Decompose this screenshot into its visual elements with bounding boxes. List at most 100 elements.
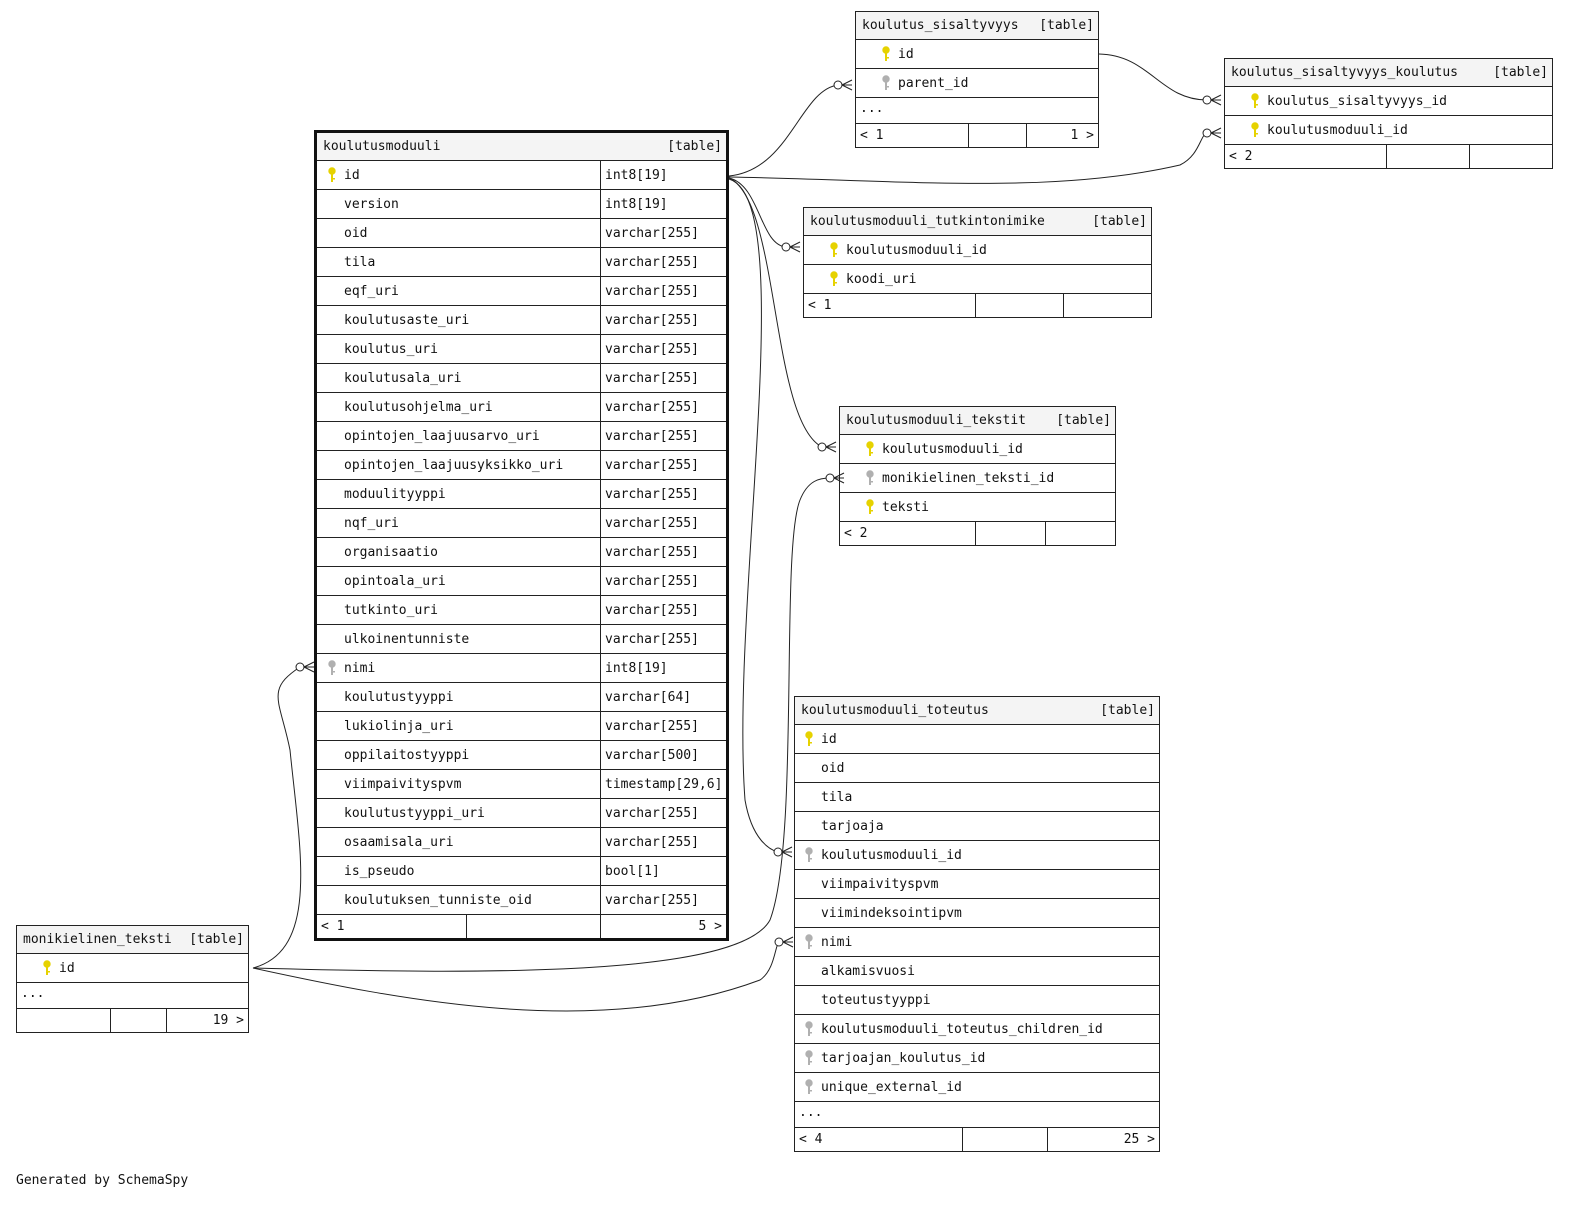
column-row[interactable]: viimindeksointipvm [795, 899, 1159, 928]
column-name[interactable]: tila [821, 790, 853, 805]
column-row[interactable]: unique_external_id [795, 1073, 1159, 1102]
column-name[interactable]: monikielinen_teksti_id [882, 471, 1055, 486]
table-name[interactable]: monikielinen_teksti [23, 932, 172, 947]
child-count-link[interactable]: 5 > [698, 919, 722, 934]
column-name[interactable]: tutkinto_uri [344, 603, 438, 618]
column-row[interactable]: parent_id [856, 69, 1098, 98]
column-name[interactable]: koulutusmoduuli_toteutus_children_id [821, 1022, 1103, 1037]
column-name[interactable]: nimi [821, 935, 853, 950]
table-koulutusmoduuli-toteutus[interactable]: koulutusmoduuli_toteutus[table] id oid til… [794, 696, 1160, 1152]
table-header[interactable]: koulutus_sisaltyvyys_koulutus[table] [1225, 59, 1552, 87]
column-name[interactable]: moduulityyppi [344, 487, 446, 502]
table-koulutus-sisaltyvyys[interactable]: koulutus_sisaltyvyys[table] id parent_id… [855, 11, 1099, 148]
column-name[interactable]: oppilaitostyyppi [344, 748, 470, 763]
child-count-link[interactable]: 25 > [1123, 1132, 1155, 1147]
column-name[interactable]: lukiolinja_uri [344, 719, 454, 734]
table-header[interactable]: koulutusmoduuli_tutkintonimike[table] [804, 208, 1151, 236]
column-name[interactable]: koulutusala_uri [344, 371, 462, 386]
column-name[interactable]: nqf_uri [344, 516, 399, 531]
column-row[interactable]: viimpaivityspvm [795, 870, 1159, 899]
parent-count-link[interactable]: < 2 [840, 522, 976, 545]
column-row[interactable]: koulutusmoduuli_id [795, 841, 1159, 870]
column-name[interactable]: koulutustyyppi_uri [344, 806, 485, 821]
column-name[interactable]: opintojen_laajuusarvo_uri [344, 429, 540, 444]
parent-count-link[interactable]: < 2 [1225, 145, 1387, 168]
table-name[interactable]: koulutusmoduuli_tutkintonimike [810, 214, 1045, 229]
column-name[interactable]: viimindeksointipvm [821, 906, 962, 921]
table-header[interactable]: koulutus_sisaltyvyys[table] [856, 12, 1098, 40]
column-name[interactable]: nimi [344, 661, 376, 676]
column-row[interactable]: monikielinen_teksti_id [840, 464, 1115, 493]
column-name[interactable]: alkamisvuosi [821, 964, 915, 979]
column-name[interactable]: koulutuksen_tunniste_oid [344, 893, 532, 908]
column-row[interactable]: koodi_uri [804, 265, 1151, 294]
column-name[interactable]: koulutus_sisaltyvyys_id [1267, 94, 1448, 109]
more-columns-ellipsis[interactable]: ... [795, 1102, 1159, 1128]
table-header[interactable]: koulutusmoduuli_toteutus[table] [795, 697, 1159, 725]
column-row[interactable]: koulutus_sisaltyvyys_id [1225, 87, 1552, 116]
table-name[interactable]: koulutusmoduuli_tekstit [846, 413, 1027, 428]
column-name[interactable]: parent_id [898, 76, 969, 91]
table-name[interactable]: koulutus_sisaltyvyys [862, 18, 1019, 33]
parent-count-link[interactable]: < 4 [795, 1128, 963, 1151]
table-header[interactable]: monikielinen_teksti[table] [17, 926, 248, 954]
column-name[interactable]: id [59, 961, 75, 976]
column-name[interactable]: teksti [882, 500, 929, 515]
table-monikielinen-teksti[interactable]: monikielinen_teksti[table] id...19 > [16, 925, 249, 1033]
column-name[interactable]: tarjoaja [821, 819, 884, 834]
column-name[interactable]: koulutusaste_uri [344, 313, 470, 328]
column-name[interactable]: opintojen_laajuusyksikko_uri [344, 458, 564, 473]
column-row[interactable]: nimi [795, 928, 1159, 957]
column-name[interactable]: id [821, 732, 837, 747]
column-name[interactable]: unique_external_id [821, 1080, 962, 1095]
column-name[interactable]: ulkoinentunniste [344, 632, 470, 647]
column-name[interactable]: tila [344, 255, 376, 270]
column-row[interactable]: tila [795, 783, 1159, 812]
table-header[interactable]: koulutusmoduuli[table] [317, 133, 726, 161]
column-name[interactable]: koulutusmoduuli_id [882, 442, 1023, 457]
column-row[interactable]: tarjoaja [795, 812, 1159, 841]
column-name[interactable]: viimpaivityspvm [344, 777, 462, 792]
column-name[interactable]: koulutusmoduuli_id [821, 848, 962, 863]
column-row[interactable]: koulutusmoduuli_id [840, 435, 1115, 464]
column-name[interactable]: koulutusmoduuli_id [1267, 123, 1408, 138]
column-row[interactable]: id [856, 40, 1098, 69]
column-name[interactable]: koulutusohjelma_uri [344, 400, 493, 415]
column-name[interactable]: toteutustyyppi [821, 993, 931, 1008]
column-row[interactable]: oid [795, 754, 1159, 783]
table-name[interactable]: koulutus_sisaltyvyys_koulutus [1231, 65, 1458, 80]
table-koulutusmoduuli-tekstit[interactable]: koulutusmoduuli_tekstit[table] koulutusm… [839, 406, 1116, 546]
child-count-link[interactable]: 1 > [1070, 128, 1094, 143]
column-name[interactable]: id [898, 47, 914, 62]
column-row[interactable]: tarjoajan_koulutus_id [795, 1044, 1159, 1073]
column-name[interactable]: organisaatio [344, 545, 438, 560]
column-name[interactable]: viimpaivityspvm [821, 877, 939, 892]
column-name[interactable]: koulutus_uri [344, 342, 438, 357]
column-name[interactable]: oid [821, 761, 845, 776]
table-name[interactable]: koulutusmoduuli_toteutus [801, 703, 989, 718]
table-koulutusmoduuli-tutkintonimike[interactable]: koulutusmoduuli_tutkintonimike[table] ko… [803, 207, 1152, 318]
